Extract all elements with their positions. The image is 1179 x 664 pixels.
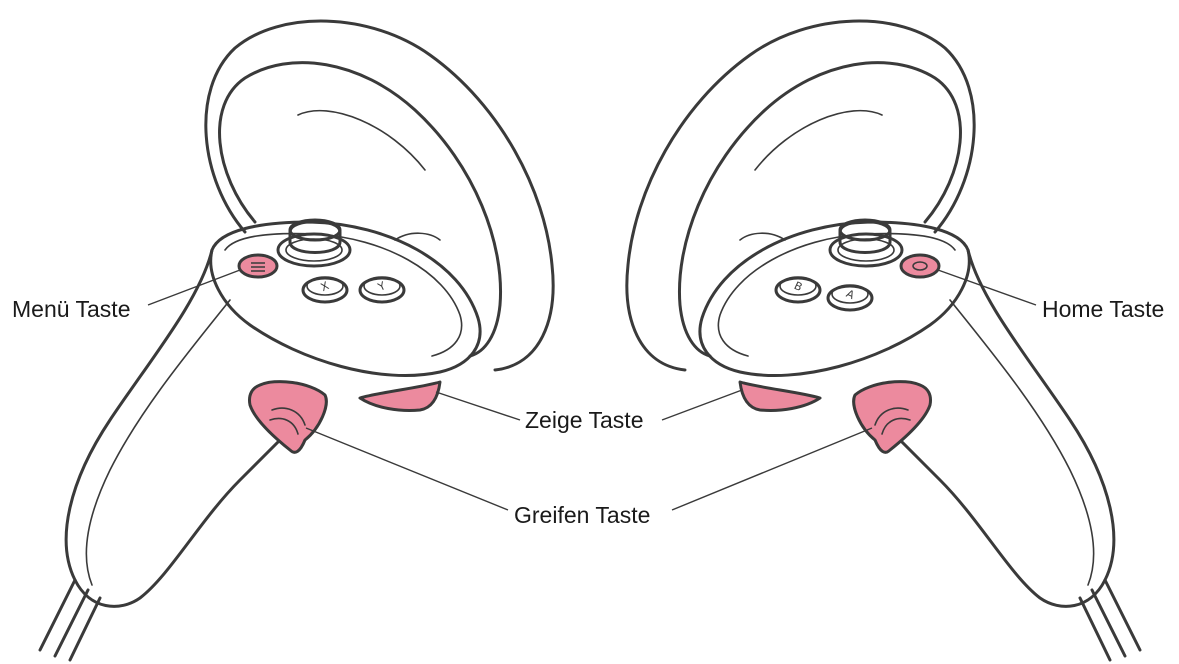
left-controller: X Y: [40, 21, 553, 660]
b-button: B: [776, 277, 820, 302]
trigger-leader-right: [662, 390, 742, 420]
grip-leader-right: [672, 428, 872, 510]
left-tracking-ring: [206, 21, 553, 370]
left-controller-face: [211, 222, 480, 375]
right-tracking-ring: [627, 21, 974, 370]
grip-leader-left: [306, 428, 508, 510]
right-controller: B A: [627, 21, 1140, 660]
x-button: X: [303, 277, 347, 302]
left-grip: [249, 382, 326, 453]
grip-button-label: Greifen Taste: [512, 504, 652, 527]
right-trigger: [740, 382, 820, 411]
right-grip: [854, 382, 931, 453]
home-button-label: Home Taste: [1040, 298, 1166, 321]
a-button-label: A: [844, 287, 857, 302]
a-button: A: [828, 285, 872, 310]
b-button-label: B: [792, 279, 804, 294]
menu-button: [239, 255, 277, 277]
home-button: [901, 255, 939, 277]
trigger-leader-left: [436, 392, 520, 420]
menu-button-label: Menü Taste: [10, 298, 132, 321]
y-button-label: Y: [375, 279, 388, 294]
left-trigger: [360, 382, 440, 411]
trigger-button-label: Zeige Taste: [523, 409, 645, 432]
home-leader: [938, 270, 1036, 305]
x-button-label: X: [319, 279, 332, 294]
y-button: Y: [360, 277, 404, 302]
